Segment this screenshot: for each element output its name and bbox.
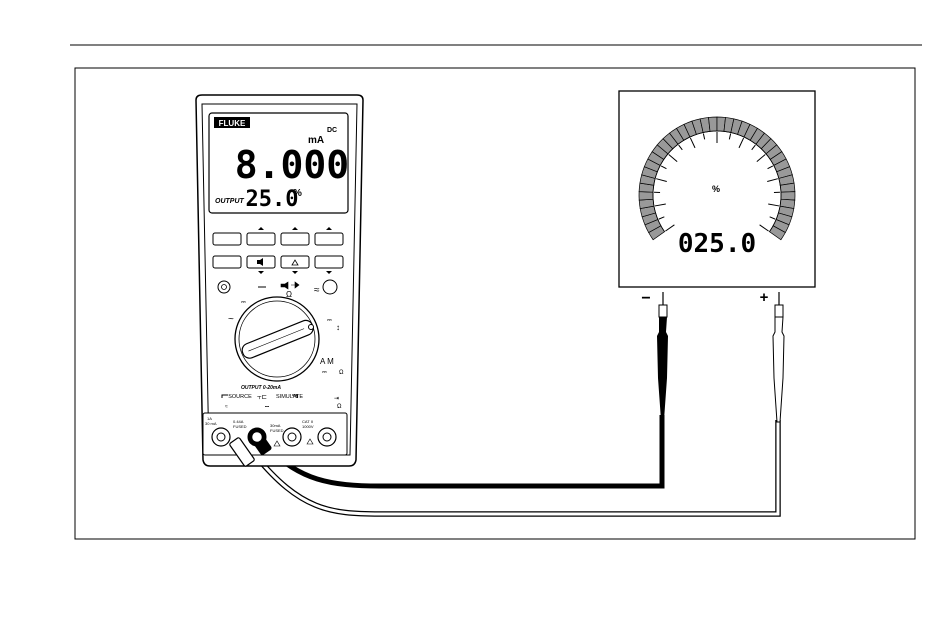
gauge-segment [639,192,653,201]
gauge-segment [781,192,795,201]
jack-a-hole [217,433,225,441]
percent-reading: 25.0 [246,187,299,212]
dc-mv-icon: ⎓ [327,318,332,324]
jack-label-2: 30 mA [205,421,217,426]
output-range-label: OUTPUT 0-20mA [241,385,281,391]
probe-white-collar [775,305,783,317]
minus-terminal-label: − [641,290,650,307]
function-button-8[interactable] [315,256,343,268]
function-button-2[interactable] [247,233,275,245]
percent-unit: % [293,188,302,199]
rotary-switch[interactable] [235,297,319,381]
dc-ma-icon: ⎓ [322,370,327,376]
function-button-1[interactable] [213,233,241,245]
function-button-5[interactable] [213,256,241,268]
jack-label-4: FUSED [233,424,247,429]
jack-label-6: FUSED [270,428,284,433]
brand-logo: FLUKE [219,119,246,128]
dc-volts-icon: ⎓ [241,300,246,306]
diode-small-icon: ⇥ [334,396,339,402]
function-button-7[interactable] [281,256,309,268]
display-reading: 025.0 [678,229,756,259]
dial-pointer [309,325,314,330]
jack-label-8: 1000V [302,424,314,429]
process-display: % 025.0 − + [619,91,815,307]
up-down-arrow-icon: ↕ [336,323,340,332]
function-button-4[interactable] [315,233,343,245]
source-simulate-icon: ⫟⊏ [257,392,267,401]
backlight-button[interactable] [218,281,230,293]
output-label: OUTPUT [215,198,245,205]
plug-black-ring [252,432,263,443]
ma-icon: A M [320,357,334,366]
ohm-small-icon: Ω [337,404,342,410]
display-unit: % [712,184,720,194]
ac-volts-icon: ~ [228,314,234,325]
mode-label: DC [327,127,337,134]
shift-button[interactable] [323,280,337,294]
jack-com-hole [288,433,296,441]
gauge-segment [709,117,717,131]
function-button-3[interactable] [281,233,309,245]
ac-symbol-small: ≈ [225,404,228,410]
main-reading: 8.000 [235,143,349,187]
source-label: SOURCE [228,394,252,400]
plus-terminal-label: + [760,289,769,306]
jack-v-hole [323,433,331,441]
simulate-label: SIMULATE [276,394,303,400]
probe-black-collar [659,305,667,317]
ac-dc-icon: ≈ [314,285,320,296]
ohm-small-icon: Ω [339,370,344,376]
dc-symbol-small: ⎓ [265,404,269,410]
multimeter: FLUKE mA DC 8.000 OUTPUT 25.0 % [196,95,363,467]
